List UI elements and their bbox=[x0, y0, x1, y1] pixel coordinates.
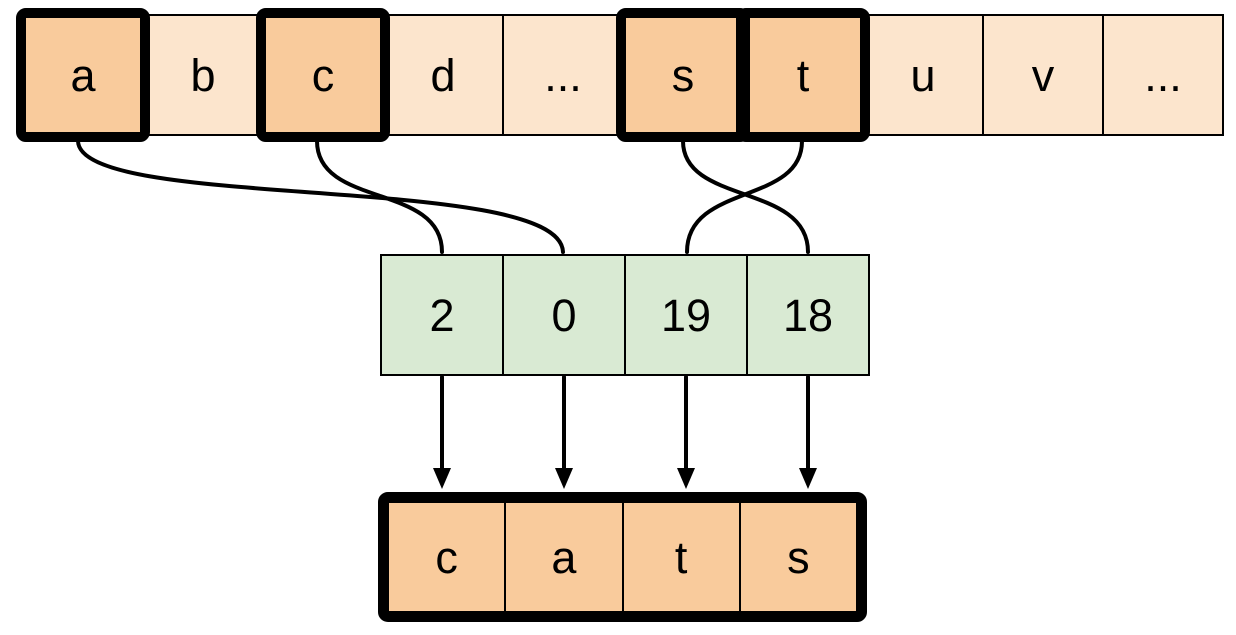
word-cell-t: t bbox=[621, 501, 741, 613]
alphabet-cell-b: b bbox=[142, 14, 264, 136]
alphabet-cell-ellipsis-1: ... bbox=[502, 14, 624, 136]
alphabet-cell-u: u bbox=[862, 14, 984, 136]
curve-c-to-2 bbox=[315, 139, 444, 254]
curve-a-to-0 bbox=[76, 139, 565, 254]
curve-s-to-18 bbox=[681, 139, 810, 254]
alphabet-cell-ellipsis-2: ... bbox=[1102, 14, 1224, 136]
alphabet-cell-v: v bbox=[982, 14, 1104, 136]
word-cell-s: s bbox=[738, 501, 858, 613]
alphabet-cell-d: d bbox=[382, 14, 504, 136]
word-group: c a t s bbox=[378, 492, 867, 622]
index-cell-18: 18 bbox=[746, 254, 870, 376]
arrowhead-icon bbox=[433, 468, 451, 489]
arrowhead-icon bbox=[555, 468, 573, 489]
word-cell-c: c bbox=[387, 501, 507, 613]
curve-t-to-19 bbox=[685, 139, 804, 254]
alphabet-cell-a: a bbox=[22, 14, 144, 136]
arrowhead-icon bbox=[677, 468, 695, 489]
arrowhead-icon bbox=[799, 468, 817, 489]
